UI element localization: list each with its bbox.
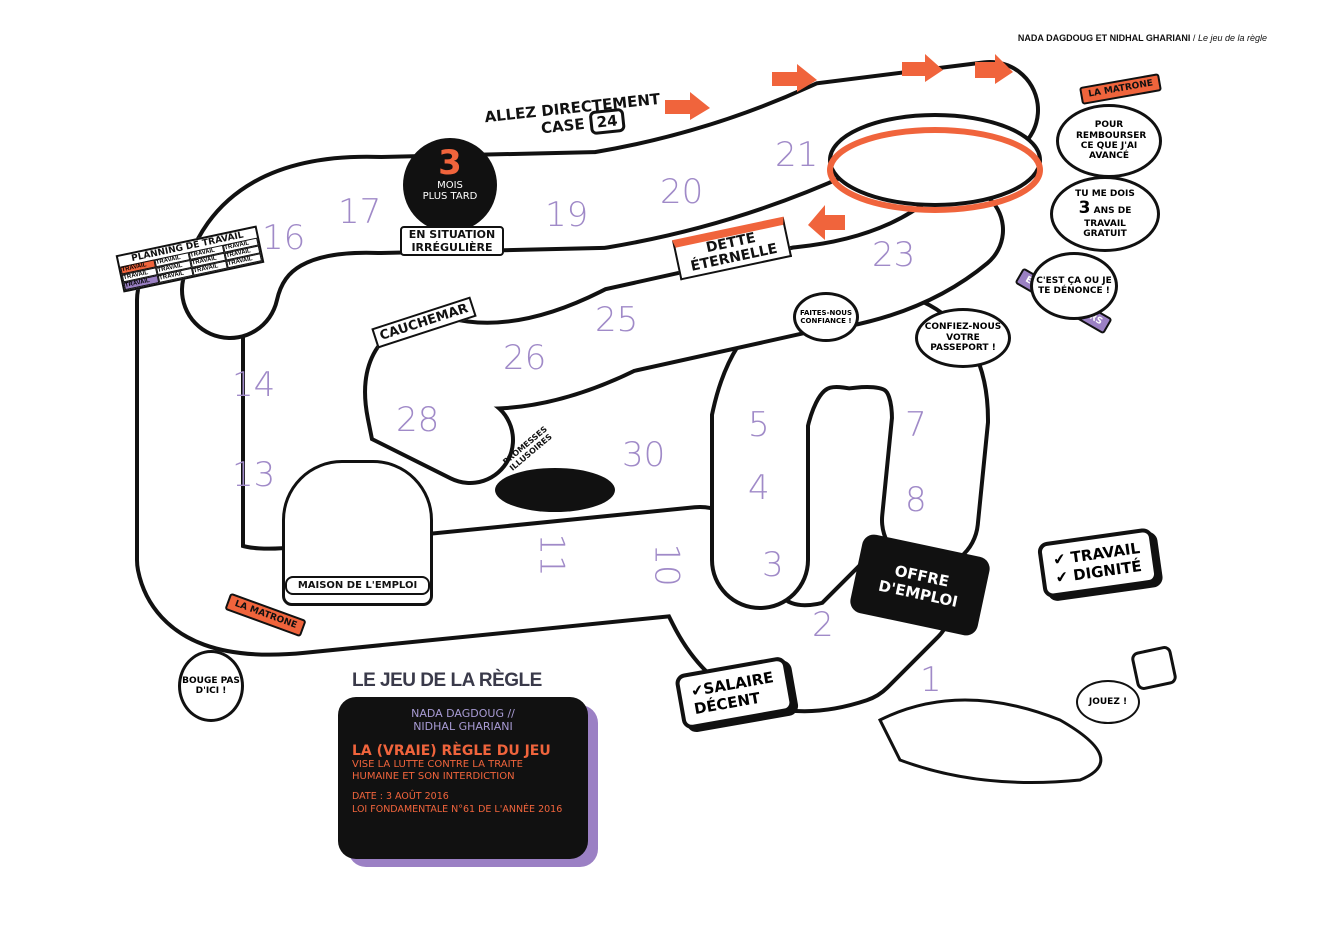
- cell-2: 2: [812, 605, 834, 645]
- cell-10: 10: [646, 543, 687, 587]
- later-badge: 3 MOIS PLUS TARD: [403, 138, 497, 232]
- info-authors-1: NADA DAGDOUG //: [411, 707, 515, 720]
- matron-speech-3: C'EST ÇA OU JE TE DÉNONCE !: [1030, 252, 1118, 320]
- cell-4: 4: [748, 468, 770, 508]
- cell-3: 3: [762, 545, 784, 585]
- play-button[interactable]: JOUEZ !: [1076, 680, 1140, 724]
- cell-16: 16: [262, 218, 306, 258]
- matron-speech-2c: ANS DE TRAVAIL GRATUIT: [1083, 206, 1132, 239]
- matron-speech-1: POUR REMBOURSER CE QUE J'AI AVANCÉ: [1056, 104, 1162, 178]
- employment-house-label: MAISON DE L'EMPLOI: [285, 576, 430, 595]
- shortcut-target: 24: [588, 107, 626, 135]
- info-rule-text-1: VISE LA LUTTE CONTRE LA TRAITE: [352, 759, 523, 771]
- brokers-speech-1: FAITES-NOUS CONFIANCE !: [793, 292, 859, 342]
- cell-13: 13: [232, 455, 276, 495]
- island: [877, 698, 1103, 784]
- info-law: LOI FONDAMENTALE N°61 DE L'ANNÉE 2016: [352, 803, 563, 815]
- matron-speech-1-text: POUR REMBOURSER CE QUE J'AI AVANCÉ: [1076, 120, 1147, 162]
- hole: [495, 468, 615, 512]
- cell-21: 21: [775, 135, 819, 175]
- info-date: DATE : 3 AOÛT 2016: [352, 791, 449, 803]
- cell-7: 7: [905, 405, 927, 445]
- cell-23: 23: [872, 235, 916, 275]
- matron-bottom-speech: BOUGE PAS D'ICI !: [178, 650, 244, 722]
- later-number: 3: [438, 143, 462, 183]
- cell-14: 14: [232, 365, 276, 405]
- info-rule-text-2: HUMAINE ET SON INTERDICTION: [352, 771, 515, 783]
- dice-icon[interactable]: [1131, 646, 1177, 690]
- cell-17: 17: [338, 192, 382, 232]
- cell-5: 5: [748, 405, 770, 445]
- info-rule-title: LA (VRAIE) RÈGLE DU JEU: [352, 743, 551, 760]
- later-line1: MOIS: [437, 180, 463, 191]
- irregular-label: EN SITUATION IRRÉGULIÈRE: [400, 226, 504, 256]
- cell-11: 11: [531, 533, 572, 577]
- info-authors-2: NIDHAL GHARIANI: [413, 720, 513, 734]
- later-line2: PLUS TARD: [422, 191, 478, 202]
- shortcut-line2: CASE: [540, 114, 586, 137]
- info-box: NADA DAGDOUG // NIDHAL GHARIANI LA (VRAI…: [338, 697, 588, 859]
- header-authors: NADA DAGDOUG ET NIDHAL GHARIANI: [1017, 33, 1191, 43]
- brokers-speech-2: CONFIEZ-NOUS VOTRE PASSEPORT !: [915, 308, 1011, 368]
- cell-20: 20: [660, 172, 704, 212]
- cell-8: 8: [905, 480, 927, 520]
- matron-speech-2a: TU ME DOIS: [1075, 188, 1135, 199]
- matron-speech-2b: 3: [1078, 198, 1091, 219]
- cell-1: 1: [920, 660, 942, 700]
- cell-25: 25: [595, 300, 639, 340]
- arrow-icons: [665, 54, 1013, 240]
- employment-house: MAISON DE L'EMPLOI: [282, 460, 433, 606]
- running-header: NADA DAGDOUG ET NIDHAL GHARIANI / Le jeu…: [1018, 33, 1267, 43]
- cell-19: 19: [545, 195, 589, 235]
- header-separator: /: [1190, 33, 1198, 43]
- sign-salary-label: SALAIRE DÉCENT: [692, 668, 775, 719]
- cell-28: 28: [396, 400, 440, 440]
- cell-30: 30: [622, 435, 666, 475]
- info-title: LE JEU DE LA RÈGLE: [352, 670, 542, 691]
- cell-26: 26: [503, 338, 547, 378]
- header-title: Le jeu de la règle: [1197, 33, 1267, 43]
- job-offer-label: OFFRE D'EMPLOI: [876, 561, 960, 611]
